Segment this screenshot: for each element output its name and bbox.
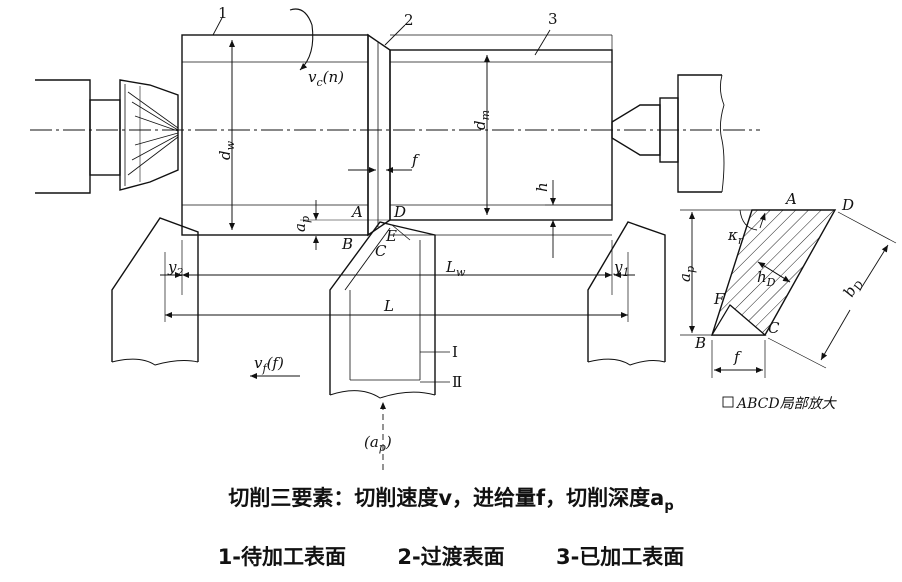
- inset-label-kr: κr: [727, 226, 744, 247]
- label-roman-2: Ⅱ: [452, 373, 462, 391]
- label-part-1: 1: [218, 4, 228, 22]
- inset-label-A: A: [784, 190, 797, 208]
- turning-diagram: 1 2 3 vc(n) dw dm f h ap A D B E C y2 y1…: [30, 4, 897, 470]
- label-point-C: C: [375, 242, 387, 260]
- label-part-2: 2: [404, 11, 414, 29]
- label-point-D: D: [393, 203, 406, 221]
- inset-label-bD: bD: [840, 275, 867, 301]
- label-vc: vc(n): [308, 68, 344, 89]
- tool-left-position: [111, 217, 199, 366]
- label-y2: y2: [167, 258, 183, 279]
- label-vf: vf(f): [254, 354, 284, 375]
- inset-caption: ABCD局部放大: [735, 396, 838, 412]
- label-point-A: A: [350, 203, 363, 221]
- inset-abcd: [680, 209, 897, 378]
- inset-label-f: f: [733, 348, 742, 366]
- label-Lw: Lw: [445, 258, 466, 279]
- label-point-E: E: [385, 227, 397, 245]
- tool-right-position: [587, 221, 666, 366]
- inset-label-hD: hD: [757, 268, 776, 289]
- caption-surface-2: 2-过渡表面: [397, 545, 505, 569]
- workpiece-machined: [389, 49, 613, 221]
- caption-surface-3: 3-已加工表面: [555, 545, 685, 569]
- label-part-3: 3: [548, 10, 558, 28]
- inset-label-D: D: [841, 196, 854, 214]
- label-ap-bottom: (ap): [364, 433, 392, 454]
- label-y1: y1: [613, 258, 629, 279]
- chuck-left: [35, 79, 179, 194]
- label-ap: ap: [291, 216, 312, 232]
- cutting-tool: [329, 221, 450, 399]
- label-L: L: [383, 297, 394, 315]
- tailstock-right: [611, 74, 725, 193]
- caption-surfaces: 1-待加工表面 2-过渡表面 3-已加工表面: [0, 541, 902, 571]
- caption-surface-1: 1-待加工表面: [217, 545, 347, 569]
- label-dm: dm: [471, 110, 492, 130]
- inset-caption-box-icon: [722, 396, 734, 408]
- label-point-B: B: [341, 235, 353, 253]
- inset-label-B: B: [694, 334, 706, 352]
- inset-label-ap: ap: [676, 266, 697, 282]
- transition-surface: [367, 33, 391, 237]
- caption-three-elements: 切削三要素：切削速度v，进给量f，切削深度ap: [228, 486, 674, 515]
- inset-label-C: C: [768, 319, 780, 337]
- label-roman-1: Ⅰ: [452, 343, 458, 361]
- label-f-top: f: [411, 151, 420, 169]
- label-h: h: [533, 182, 551, 192]
- inset-label-F: F: [713, 290, 725, 308]
- label-dw: dw: [216, 140, 237, 160]
